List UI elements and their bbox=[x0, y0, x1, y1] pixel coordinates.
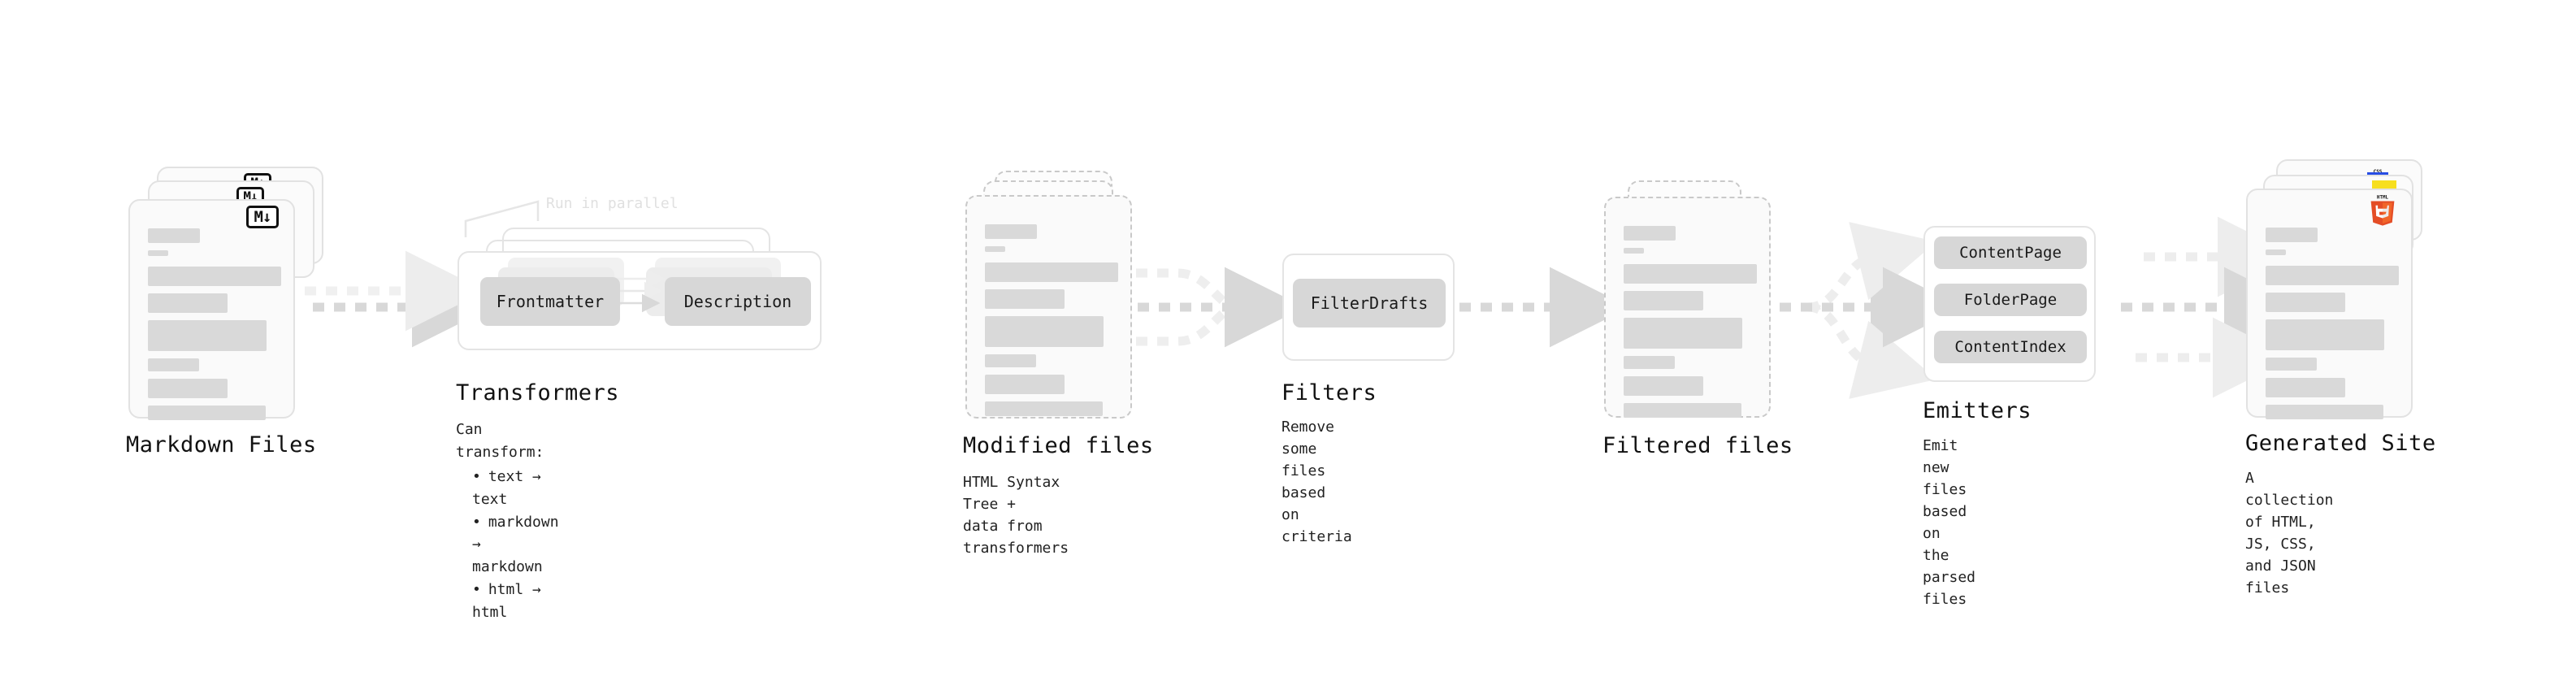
css-icon-underline bbox=[2367, 172, 2388, 175]
site-placeholder-bars bbox=[2266, 228, 2399, 427]
transformers-capabilities-list: text → text markdown → markdown html → h… bbox=[456, 466, 559, 624]
list-item: html → html bbox=[472, 579, 559, 624]
arrow-emitters-to-site bbox=[2121, 216, 2305, 398]
stage-title-markdown-files: Markdown Files bbox=[126, 432, 317, 458]
stage-title-emitters: Emitters bbox=[1923, 398, 2032, 423]
filter-chip-filterdrafts[interactable]: FilterDrafts bbox=[1293, 279, 1446, 327]
markdown-icon: M↓ bbox=[246, 206, 279, 228]
filtered-file-card-front bbox=[1604, 197, 1771, 418]
html5-icon: HTML bbox=[2369, 193, 2396, 226]
css-icon: CSS bbox=[2367, 164, 2388, 175]
transformers-capabilities: Can transform: text → text markdown → ma… bbox=[456, 419, 559, 624]
transformers-capabilities-heading: Can transform: bbox=[456, 421, 544, 461]
stage-title-filters: Filters bbox=[1281, 380, 1377, 406]
css-icon-label: CSS bbox=[2374, 170, 2383, 175]
site-file-card-html bbox=[2246, 189, 2413, 419]
stage-subtitle-generated-site: A collection of HTML, JS, CSS, and JSON … bbox=[2245, 470, 2334, 596]
stage-title-filtered-files: Filtered files bbox=[1602, 433, 1793, 458]
list-item: markdown → markdown bbox=[472, 511, 559, 579]
emitter-chip-contentindex[interactable]: ContentIndex bbox=[1934, 331, 2087, 363]
stage-title-modified-files: Modified files bbox=[963, 433, 1154, 458]
list-item: text → text bbox=[472, 466, 559, 511]
html5-icon-glyph: HTML bbox=[2370, 195, 2395, 226]
emitter-chip-contentpage[interactable]: ContentPage bbox=[1934, 236, 2087, 269]
stage-subtitle-filters: Remove some files based on criteria bbox=[1281, 419, 1352, 545]
modified-placeholder-bars bbox=[985, 224, 1118, 423]
modified-file-card-front bbox=[965, 195, 1132, 419]
transformer-chip-description[interactable]: Description bbox=[665, 277, 811, 326]
stage-subtitle-modified-files: HTML Syntax Tree + data from transformer… bbox=[963, 474, 1069, 557]
transformer-chip-frontmatter[interactable]: Frontmatter bbox=[480, 277, 620, 326]
arrow-transformers-to-modified bbox=[1136, 267, 1305, 348]
markdown-file-card-front bbox=[128, 199, 295, 420]
stage-subtitle-emitters: Emit new files based on the parsed files bbox=[1923, 437, 1976, 608]
run-in-parallel-label: Run in parallel bbox=[546, 195, 679, 212]
emitter-chip-folderpage[interactable]: FolderPage bbox=[1934, 284, 2087, 316]
arrow-filtered-to-emitters bbox=[1780, 222, 1963, 399]
markdown-placeholder-bars bbox=[148, 228, 281, 427]
arrow-markdown-to-transformers bbox=[305, 250, 492, 348]
stage-title-generated-site: Generated Site bbox=[2245, 431, 2436, 456]
filtered-placeholder-bars bbox=[1624, 226, 1757, 425]
stage-title-transformers: Transformers bbox=[456, 380, 620, 406]
svg-text:HTML: HTML bbox=[2377, 195, 2389, 200]
